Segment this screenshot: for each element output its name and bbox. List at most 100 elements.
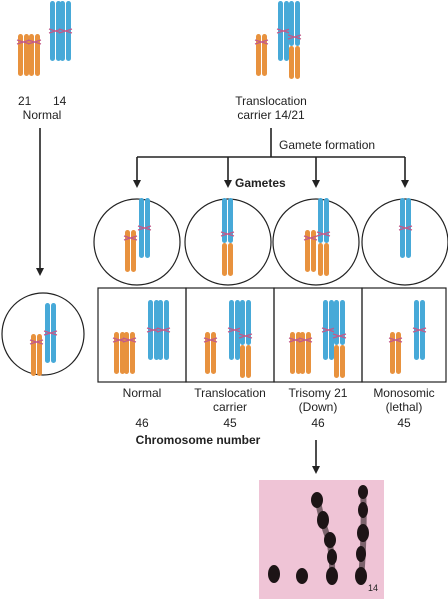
chromosome-21-chromatid	[35, 34, 40, 76]
chromosome-21-chromatid	[296, 332, 301, 374]
chromosome-14-chromatid	[145, 198, 150, 258]
chromosome-14-chromatid	[158, 300, 163, 360]
chromosome-14-chromatid	[56, 1, 61, 61]
chromosome-21-chromatid	[131, 230, 136, 272]
offspring-label-carrier-1: Translocation	[194, 386, 266, 400]
chromosome-14-chromatid	[66, 1, 71, 61]
chromosome-21-centromere	[122, 337, 137, 343]
translocation-chromosome-chromatid	[222, 243, 227, 276]
chromosome-21-centromere	[29, 339, 44, 345]
offspring-label-carrier-2: carrier	[212, 400, 247, 414]
chromosome-14-chromatid	[323, 300, 328, 360]
chromosome-14-chromatid	[400, 198, 405, 258]
chromosome-14-chromatid	[154, 300, 159, 360]
chromosome-14-chromatid	[229, 300, 234, 360]
translocation-chromosome-chromatid	[318, 198, 323, 243]
chromosome-14-chromatid	[139, 198, 144, 258]
chromosome-14-chromatid	[406, 198, 411, 258]
translocation-chromosome-chromatid	[295, 1, 300, 46]
chromosome-number-label: Chromosome number	[135, 433, 261, 447]
chromosome-21-chromatid	[390, 332, 395, 374]
chromosome-21-chromatid	[311, 230, 316, 272]
offspring-label-normal: Normal	[122, 386, 162, 400]
chromosome-21-chromatid	[205, 332, 210, 374]
translocation-chromosome-chromatid	[228, 198, 233, 243]
chromosome-21-centromere	[16, 39, 31, 45]
chromosome-14-centromere	[43, 330, 58, 336]
chromosome-21-chromatid	[211, 332, 216, 374]
translocation-chromosome-chromatid	[246, 300, 251, 345]
chromosome-21-chromatid	[24, 34, 29, 76]
chromosome-21-chromatid	[305, 230, 310, 272]
offspring-count-normal: 46	[135, 416, 149, 430]
chromosome-14-centromere	[276, 28, 291, 34]
offspring-label-monosomic-2: (lethal)	[385, 400, 423, 414]
label-carrier-line1: Translocation	[235, 94, 307, 108]
label-21: 21	[18, 94, 32, 108]
translocation-chromosome-chromatid	[289, 46, 294, 79]
chromosomes	[16, 1, 427, 378]
karyotype-photo-label: 14	[367, 583, 378, 593]
chromosome-21-chromatid	[130, 332, 135, 374]
gamete-circle-1	[93, 198, 181, 286]
offspring-count-monosomic: 45	[397, 416, 411, 430]
chromosome-14-chromatid	[148, 300, 153, 360]
label-normal-parent: Normal	[22, 108, 62, 122]
translocation-chromosome-centromere	[316, 231, 331, 237]
chromosome-21-centromere	[298, 337, 313, 343]
translocation-chromosome-chromatid	[222, 198, 227, 243]
chromosome-14-chromatid	[50, 1, 55, 61]
offspring-box-monosomic	[361, 287, 447, 383]
karyotype-photo: 14	[259, 480, 384, 599]
chromosome-21-chromatid	[300, 332, 305, 374]
offspring-label-monosomic-1: Monosomic	[373, 386, 435, 400]
chromosome-14-chromatid	[164, 300, 169, 360]
chromosome-14-centromere	[58, 28, 73, 34]
offspring-box-trisomy	[273, 287, 363, 383]
chromosome-14-centromere	[412, 327, 427, 333]
chromosome-14-chromatid	[284, 1, 289, 61]
chromosome-14-chromatid	[235, 300, 240, 360]
translocation-chromosome-centromere	[238, 333, 253, 339]
offspring-label-trisomy-1: Trisomy 21	[288, 386, 348, 400]
connector-lines	[36, 128, 409, 474]
label-carrier-line2: carrier 14/21	[237, 108, 305, 122]
chromosome-21-chromatid	[396, 332, 401, 374]
chromosome-21-chromatid	[37, 334, 42, 376]
offspring-label-trisomy-2: (Down)	[298, 400, 338, 414]
chromosome-21-centromere	[303, 235, 318, 241]
chromosome-14-chromatid	[51, 303, 56, 363]
translocation-chromosome-chromatid	[324, 243, 329, 276]
chromosome-21-chromatid	[120, 332, 125, 374]
translocation-chromosome-chromatid	[334, 345, 339, 378]
label-gamete-formation: Gamete formation	[279, 138, 376, 152]
chromosome-21-chromatid	[31, 334, 36, 376]
chromosome-14-centromere	[321, 327, 336, 333]
label-14: 14	[53, 94, 67, 108]
translocation-chromosome-chromatid	[240, 300, 245, 345]
translocation-chromosome-chromatid	[289, 1, 294, 46]
chromosome-14-chromatid	[60, 1, 65, 61]
chromosome-14-chromatid	[420, 300, 425, 360]
translocation-chromosome-centromere	[220, 231, 235, 237]
chromosome-21-chromatid	[256, 34, 261, 76]
translocation-chromosome-chromatid	[340, 300, 345, 345]
chromosome-14-centromere	[137, 225, 152, 231]
chromosome-21-centromere	[388, 337, 403, 343]
label-gametes: Gametes	[235, 176, 286, 190]
chromosome-21-chromatid	[114, 332, 119, 374]
chromosome-14-chromatid	[329, 300, 334, 360]
chromosome-14-chromatid	[45, 303, 50, 363]
translocation-chromosome-chromatid	[318, 243, 323, 276]
normal-gamete-circle	[1, 292, 85, 376]
chromosome-14-centromere	[398, 225, 413, 231]
chromosome-14-centromere	[227, 327, 242, 333]
chromosome-21-chromatid	[290, 332, 295, 374]
offspring-box-normal	[97, 287, 187, 383]
translocation-chromosome-chromatid	[228, 243, 233, 276]
chromosome-21-centromere	[27, 39, 42, 45]
chromosome-21-chromatid	[18, 34, 23, 76]
chromosome-14-centromere	[156, 327, 171, 333]
offspring-count-trisomy: 46	[311, 416, 325, 430]
